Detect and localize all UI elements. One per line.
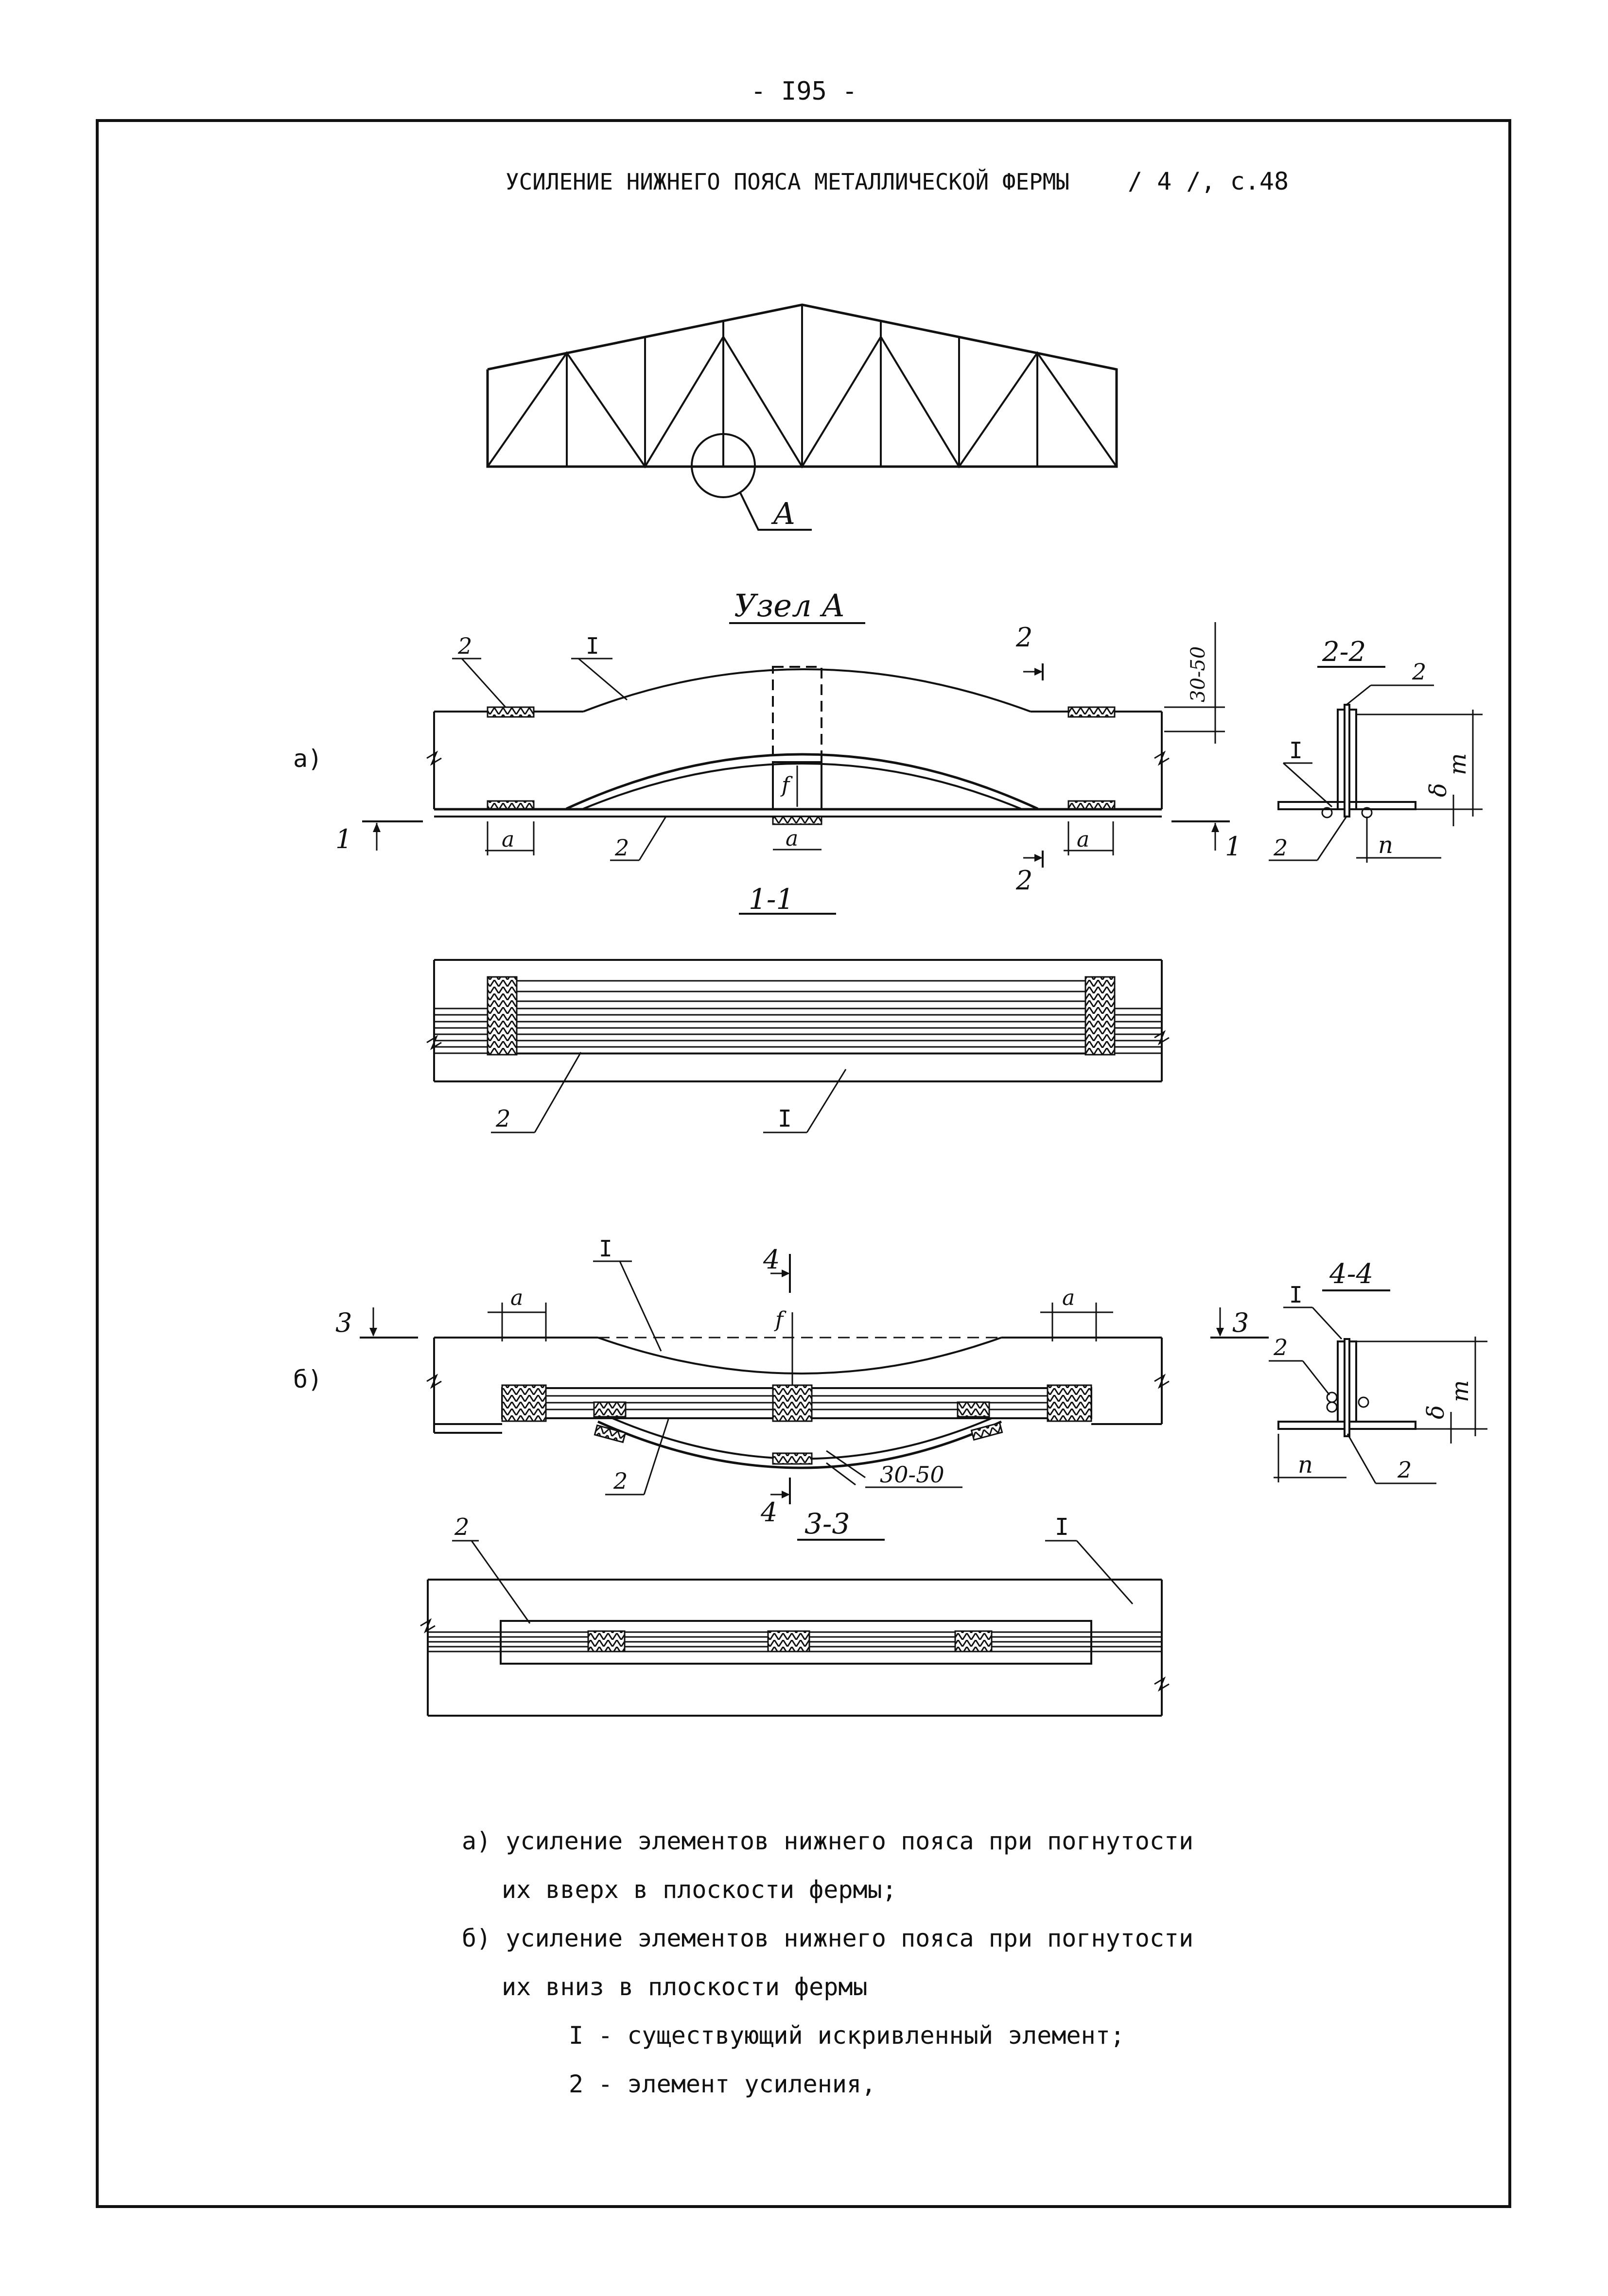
section-3-3: 3-3 2 I: [420, 1507, 1170, 1717]
variant-a-elevation: f 30-50 a a a I 2 2 2 2: [335, 622, 1241, 896]
section-mark-3-right: 3: [1232, 1307, 1249, 1338]
dim-a-right: a: [1077, 827, 1089, 852]
reference: / 4 /, с.48: [1128, 167, 1289, 195]
section-2-2-element-2-top: 2: [1412, 659, 1426, 685]
dim-delta-2-2: δ: [1425, 783, 1452, 797]
section-mark-4-bottom: 4: [760, 1497, 777, 1528]
truss-diagram: А: [486, 303, 1118, 531]
section-mark-1-right: 1: [1225, 831, 1241, 862]
dim-a-center: a: [786, 826, 798, 851]
section-4-4-element-2-left: 2: [1273, 1334, 1288, 1360]
legend-element-2: 2 - элемент усиления,: [569, 2070, 876, 2098]
element-2-label-b: 2: [613, 1468, 628, 1494]
element-2-label-a-bottom: 2: [614, 835, 629, 861]
detail-callout-circle: [691, 433, 756, 498]
section-2-2-element-2-bottom: 2: [1273, 835, 1288, 861]
dim-m-4-4: m: [1447, 1380, 1474, 1402]
note-b-line-1: б) усиление элементов нижнего пояса при …: [462, 1924, 1193, 1952]
section-mark-4-top: 4: [763, 1244, 780, 1275]
element-1-label-b: I: [599, 1235, 612, 1262]
dim-a-b-left: a: [510, 1286, 523, 1310]
variant-b-elevation: f a a 30-50 I 2 4 4 3: [335, 1235, 1269, 1528]
section-4-4: 4-4 m δ n I 2 2: [1269, 1258, 1487, 1484]
section-3-3-element-1: I: [1055, 1513, 1069, 1541]
section-1-1-element-1: I: [778, 1105, 792, 1132]
dim-f-a: f: [780, 773, 793, 798]
section-4-4-title: 4-4: [1329, 1258, 1373, 1290]
dim-30-50-a: 30-50: [1187, 646, 1209, 702]
section-2-2: 2-2 m δ n I 2 2: [1269, 636, 1483, 863]
note-b-line-2: их вниз в плоскости фермы: [502, 1973, 868, 2001]
section-mark-1-left: 1: [335, 824, 352, 854]
section-2-2-title: 2-2: [1322, 636, 1366, 668]
section-1-1: 1-1 2 I: [426, 883, 1170, 1133]
section-2-2-element-1: I: [1289, 737, 1303, 764]
dim-a-left: a: [502, 827, 514, 852]
element-1-label-a: I: [586, 633, 599, 659]
section-4-4-element-1: I: [1289, 1282, 1303, 1308]
page-frame: [96, 119, 1511, 2208]
note-a-line-1: а) усиление элементов нижнего пояса при …: [462, 1827, 1193, 1855]
note-a-line-2: их вверх в плоскости фермы;: [502, 1876, 897, 1904]
dim-n-2-2: n: [1378, 832, 1393, 859]
dim-delta-4-4: δ: [1422, 1405, 1450, 1419]
legend-element-1: I - существующий искривленный элемент;: [569, 2021, 1125, 2050]
variant-a-marker: а): [293, 745, 322, 773]
dim-n-4-4: n: [1298, 1451, 1313, 1478]
section-mark-2-top: 2: [1015, 622, 1032, 653]
section-4-4-element-2-right: 2: [1397, 1457, 1412, 1483]
variant-b-marker: б): [293, 1365, 322, 1393]
section-3-3-title: 3-3: [804, 1507, 850, 1540]
node-title: Узел А: [734, 588, 845, 624]
section-mark-2-bottom: 2: [1015, 865, 1032, 896]
dim-30-50-b: 30-50: [880, 1461, 944, 1488]
page-number: - I95 -: [751, 77, 857, 106]
dim-f-b: f: [774, 1307, 787, 1332]
dim-m-2-2: m: [1444, 753, 1471, 775]
section-mark-3-left: 3: [335, 1307, 352, 1338]
detail-callout-label: А: [771, 496, 796, 531]
section-1-1-title: 1-1: [749, 883, 794, 916]
element-2-label-a-top: 2: [457, 633, 472, 659]
dim-a-b-right: a: [1062, 1286, 1075, 1310]
notes: а) усиление элементов нижнего пояса при …: [462, 1827, 1193, 2098]
page-title: УСИЛЕНИЕ НИЖНЕГО ПОЯСА МЕТАЛЛИЧЕСКОЙ ФЕР…: [506, 169, 1069, 195]
section-1-1-element-2: 2: [495, 1105, 511, 1132]
section-3-3-element-2: 2: [454, 1513, 470, 1541]
